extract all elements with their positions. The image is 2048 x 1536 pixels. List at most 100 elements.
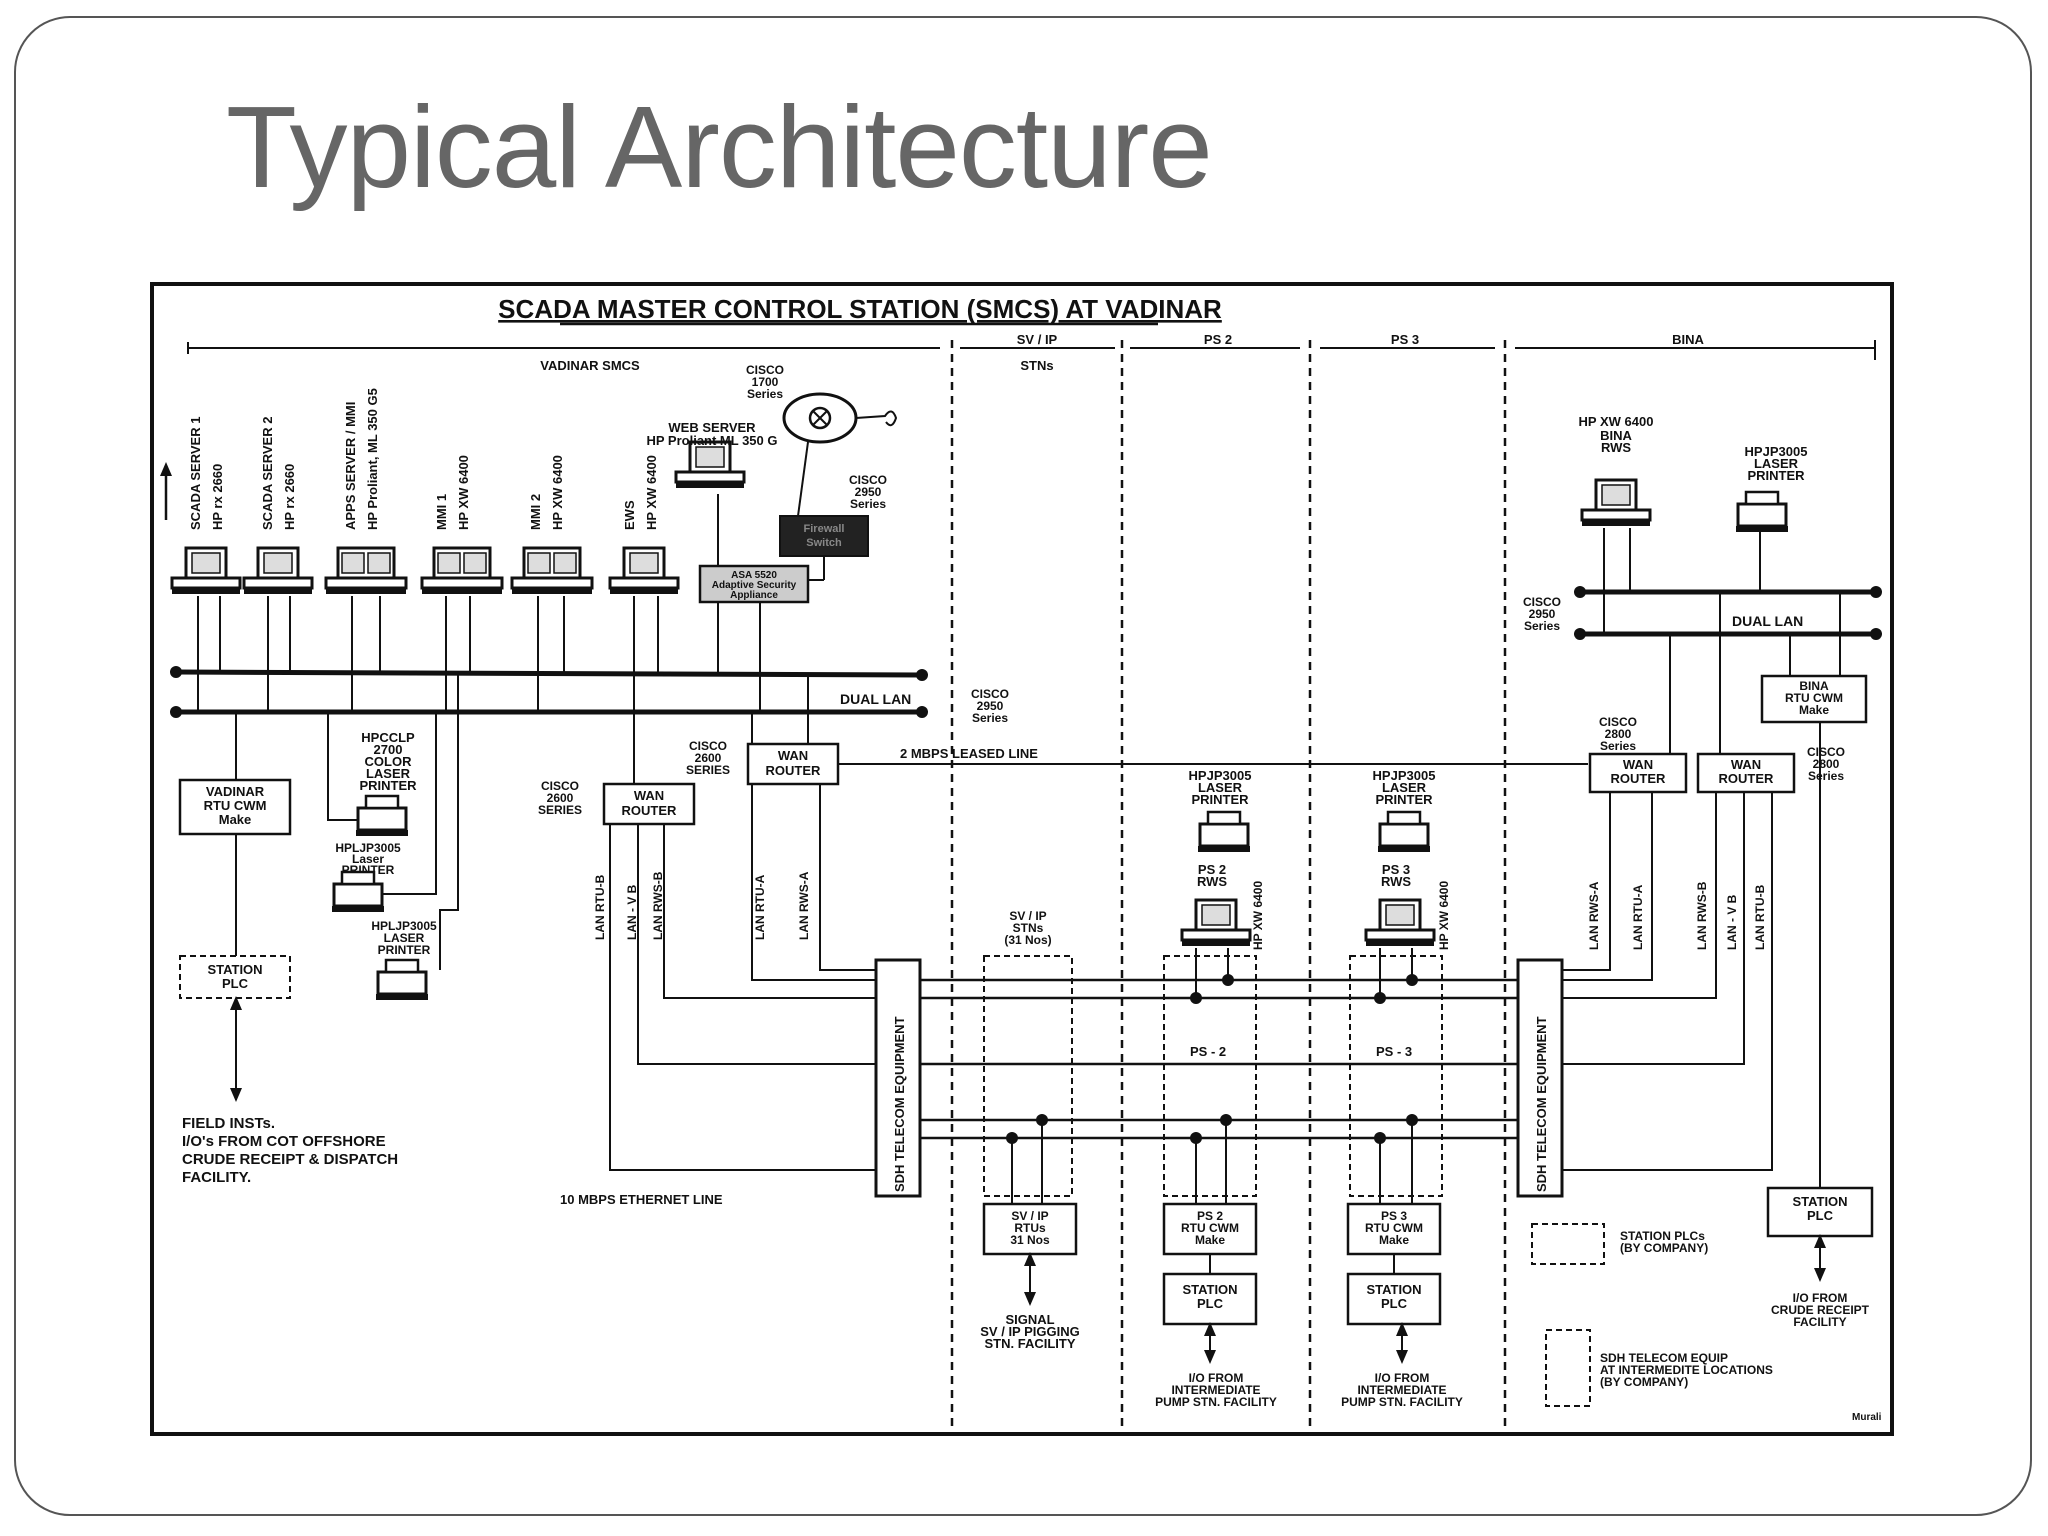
lan-right-3: LAN - V B [1725,894,1739,950]
ps2-rws-icon [1180,898,1252,948]
leased-line-label: 2 MBPS LEASED LINE [900,746,1038,761]
scada-server-2-icon [242,546,314,596]
svg-text:SDH TELECOM EQUIPMENT: SDH TELECOM EQUIPMENT [1534,1016,1549,1192]
svg-text:SDH TELECOM EQUIPMENT: SDH TELECOM EQUIPMENT [892,1016,907,1192]
dual-lan-label-left: DUAL LAN [840,691,911,707]
dual-lan-label-right: DUAL LAN [1732,613,1803,629]
sdh-telecom-left [874,958,922,1198]
slide-title: Typical Architecture [226,82,1213,212]
bina-wan-router-a [1588,752,1688,794]
mmi2-model: HP XW 6400 [550,455,565,530]
vadinar-station-plc [179,955,291,999]
zone-separators [950,340,1507,1430]
ps3-dashed-box [1349,955,1443,1197]
wan-router-a [602,782,696,826]
legend-sdh-box [1545,1329,1591,1407]
wan-router-b [746,742,840,786]
scada-server-1-icon [170,546,242,596]
slide-frame [14,16,2032,1516]
lan-left-3: LAN RTU-A [753,874,767,940]
firewall-switch [779,515,869,557]
ps2-printer-icon [1196,810,1252,854]
bina-printer-icon [1734,490,1790,534]
bina-rws-icon [1580,478,1652,528]
apps-server-model: HP Proliant, ML 350 G5 [365,388,380,530]
ps3-printer-icon [1376,810,1432,854]
ps2-hp-label: HP XW 6400 [1251,881,1265,950]
zone-vadinar: VADINAR SMCS [540,358,640,373]
web-server-icon [674,440,746,490]
telecom-buses [920,978,1518,1140]
scada-server-2-label: SCADA SERVER 2 [260,417,275,530]
vadinar-dual-lan [175,669,923,715]
hplj-a-printer-icon [330,870,386,914]
ews-label: EWS [622,500,637,530]
diagram-title: SCADA MASTER CONTROL STATION (SMCS) AT V… [498,294,1222,324]
bina-wan-router-b [1696,752,1796,794]
bina-dual-lan [1580,589,1876,637]
asa-5520-box [698,564,810,604]
server-labels: SCADA SERVER 1 HP rx 2660 SCADA SERVER 2… [188,388,659,530]
legend-plc-box [1531,1223,1605,1265]
bina-rtu-box [1760,674,1868,724]
ps2-bus-label: PS - 2 [1190,1044,1226,1059]
scada-server-2-model: HP rx 2660 [282,464,297,530]
legend-plc-label: STATION PLCs(BY COMPANY) [1620,1229,1708,1255]
scada-server-1-model: HP rx 2660 [210,464,225,530]
mmi2-icon [510,546,594,596]
lan-left-1: LAN - V B [625,884,639,940]
zone-svip: SV / IP [1017,332,1058,347]
diagram-border [150,282,1894,1436]
mmi1-icon [420,546,504,596]
lan-right-1: LAN RTU-A [1631,884,1645,950]
scada-architecture-diagram: SCADA MASTER CONTROL STATION (SMCS) AT V… [150,282,1894,1436]
bina-station-plc [1766,1186,1874,1238]
hplj-b-printer-icon [374,958,430,1002]
ews-icon [608,546,680,596]
zone-ps2: PS 2 [1204,332,1232,347]
zone-ps3: PS 3 [1391,332,1419,347]
zone-arrows [187,340,1876,360]
ps3-hp-label: HP XW 6400 [1437,881,1451,950]
zone-bina: BINA [1672,332,1704,347]
author-mark: Murali [1852,1412,1882,1423]
lan-left-4: LAN RWS-A [797,871,811,940]
ps3-bus-label: PS - 3 [1376,1044,1412,1059]
zone-svip-stns: STNs [1020,358,1053,373]
ews-model: HP XW 6400 [644,455,659,530]
ps3-station-plc [1346,1272,1442,1326]
ps2-dashed-box [1163,955,1257,1197]
mmi2-label: MMI 2 [528,494,543,530]
